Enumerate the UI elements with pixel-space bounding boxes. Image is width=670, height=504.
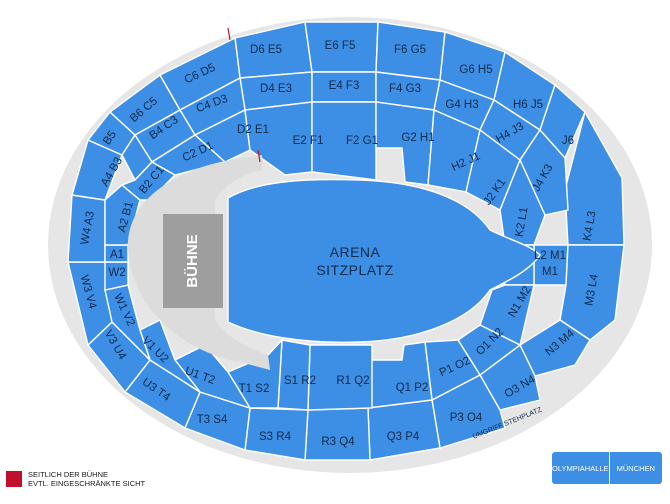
label-t3-s4: T3 S4	[197, 414, 228, 426]
label-d6-e5: D6 E5	[250, 44, 282, 56]
legend-swatch	[6, 471, 22, 487]
label-q3-p4: Q3 P4	[387, 431, 420, 443]
label-a1: A1	[110, 249, 124, 261]
venue-name: OLYMPIAHALLE	[552, 463, 609, 473]
label-q1-p2: Q1 P2	[396, 382, 429, 394]
stage-label: BÜHNE	[184, 234, 201, 287]
section-j4-k3[interactable]	[519, 128, 569, 216]
label-l2: L2 M1	[534, 250, 566, 262]
label-f6-g5: F6 G5	[394, 44, 426, 56]
label-h6-j5: H6 J5	[513, 99, 543, 111]
label-m3-l4: M3 L4	[583, 273, 600, 307]
label-d4-e3: D4 E3	[260, 83, 292, 95]
label-p3-o4: P3 O4	[450, 412, 483, 424]
legend-text: SEITLICH DER BÜHNE EVTL. EINGESCHRÄNKTE …	[28, 470, 145, 488]
legend-line-2: EVTL. EINGESCHRÄNKTE SICHT	[28, 479, 146, 488]
section-n3-m4[interactable]	[519, 319, 591, 377]
stage	[163, 214, 223, 308]
label-f2-g1: F2 G1	[346, 135, 378, 147]
label-k2-l1: K2 L1	[514, 206, 531, 238]
label-s3-r4: S3 R4	[259, 431, 292, 443]
section-w1-v2[interactable]	[104, 284, 151, 361]
label-f4-g3: F4 G3	[389, 83, 421, 95]
restricted-marker	[227, 27, 231, 41]
label-d2-e1: D2 E1	[237, 124, 269, 136]
venue-box: OLYMPIAHALLE MÜNCHEN	[552, 452, 662, 484]
label-m1: M1	[542, 266, 558, 278]
label-t1-s2: T1 S2	[239, 383, 270, 395]
legend: SEITLICH DER BÜHNE EVTL. EINGESCHRÄNKTE …	[6, 470, 145, 488]
label-g2-h1: G2 H1	[401, 132, 434, 144]
arena-sitzplatz[interactable]	[227, 178, 541, 343]
label-k4-l3: K4 L3	[582, 210, 599, 242]
label-e6-f5: E6 F5	[325, 40, 356, 52]
restricted-marker	[257, 149, 261, 163]
label-e4-f3: E4 F3	[329, 80, 360, 92]
label-e2-f1: E2 F1	[293, 135, 324, 147]
label-j6: J6	[562, 135, 574, 147]
section-r3-q4[interactable]	[304, 407, 371, 461]
label-g6-h5: G6 H5	[459, 64, 492, 76]
legend-line-1: SEITLICH DER BÜHNE	[28, 470, 109, 479]
arena-label-2: SITZPLATZ	[316, 262, 393, 278]
label-w4-a3: W4 A3	[79, 210, 97, 245]
venue-city: MÜNCHEN	[616, 463, 655, 473]
label-w2: W2	[108, 267, 125, 279]
label-r3-q4: R3 Q4	[321, 436, 355, 448]
label-g4-h3: G4 H3	[445, 99, 478, 111]
label-r1-q2: R1 Q2	[336, 375, 369, 387]
venue-separator	[608, 452, 610, 484]
outer-tier	[67, 21, 625, 461]
section-f2-g1[interactable]	[311, 101, 377, 181]
arena-label-1: ARENA	[330, 244, 381, 260]
label-s1-r2: S1 R2	[284, 375, 316, 387]
